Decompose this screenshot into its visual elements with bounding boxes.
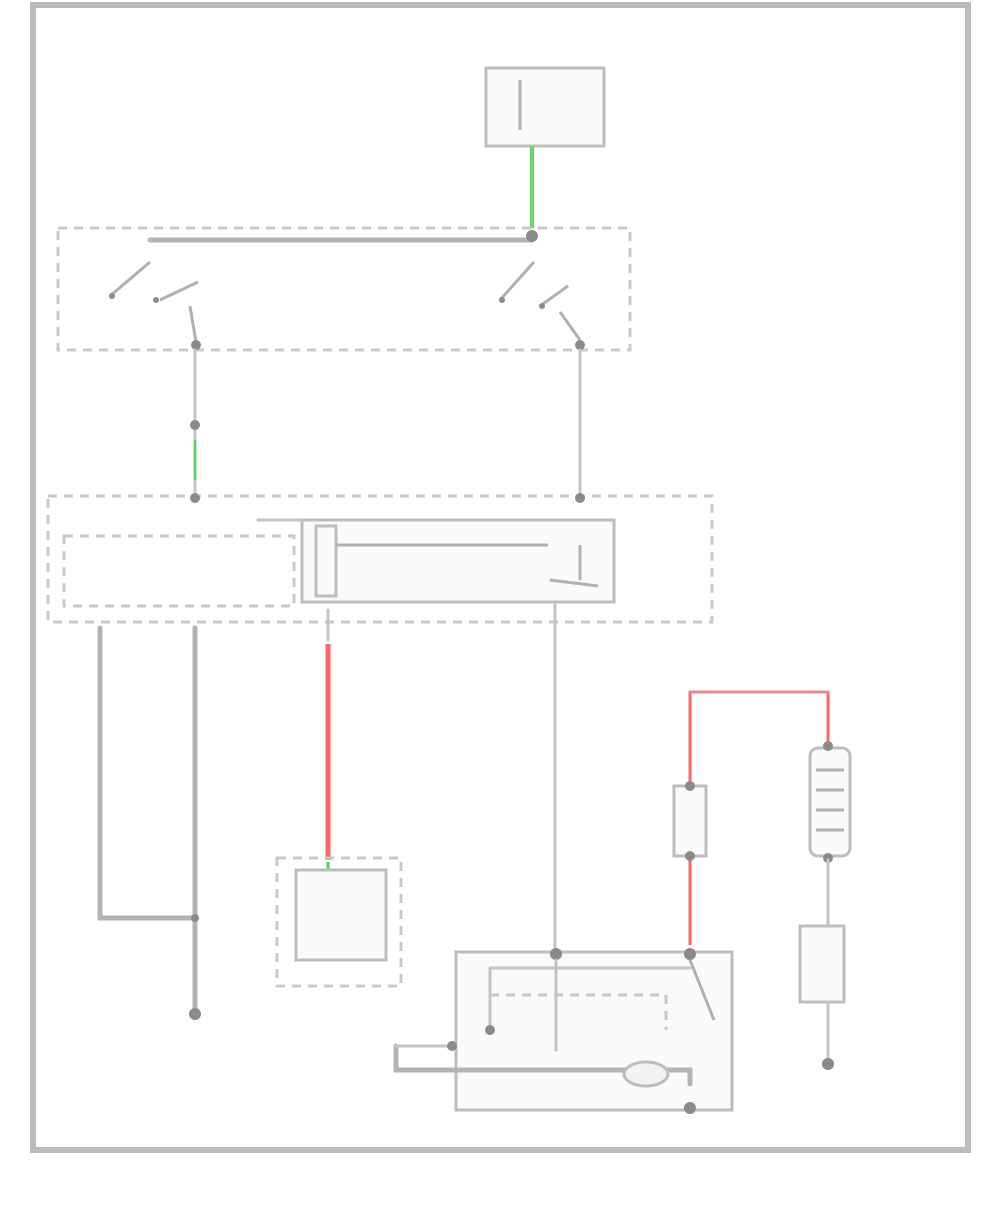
fusible-link-bottom-node [685,851,695,861]
ignition-left-pin-2 [153,297,159,303]
ignition-right-output-node [575,340,585,350]
ignition-right-pin-2 [539,303,545,309]
control-module-relay-box [300,518,616,604]
battery-positive-node [823,741,833,751]
lower-fuse-box [275,856,403,988]
diagram-frame [30,2,971,1153]
starter-switch-contact [688,959,716,1021]
starter-motor-box [454,950,734,1112]
left-inline-connector [190,420,200,430]
battery-body [808,746,852,858]
ignition-right-contacts [498,260,582,341]
ignition-switch-box [56,226,632,352]
relay-contacts [336,543,599,588]
battery-cells [816,768,844,832]
starter-field-loop [393,1043,693,1087]
bottom-left-wire-1 [97,625,198,921]
fusible-link-top-node [685,781,695,791]
right-ground-node [822,1058,834,1070]
red-wire-battery-loop [688,690,830,945]
control-module-inner-left [62,534,296,608]
control-module-box [46,494,714,624]
left-splice-node [191,914,199,922]
module-input-left [190,493,200,503]
starter-b-terminal [684,948,696,960]
starter-left-node [447,1041,457,1051]
starter-internal-wiring [488,958,692,1052]
fusible-link-body [672,784,708,858]
starter-mid-node [485,1025,495,1035]
lower-fuse-inner [294,868,388,962]
starter-ground-node [684,1102,696,1114]
starter-armature [622,1060,670,1088]
ignition-right-pin-1 [499,297,505,303]
top-fuse-block [484,66,606,148]
relay-coil [314,524,338,598]
ignition-input-node [526,230,538,242]
ignition-left-pin-1 [109,293,115,299]
ignition-left-output-node [191,340,201,350]
starter-plunger-link [490,993,668,1030]
battery-terminal-block [798,924,846,1004]
left-ground-node [189,1008,201,1020]
starter-s-terminal [550,948,562,960]
module-input-right [575,493,585,503]
ignition-left-contacts [109,260,199,343]
battery-negative-node [823,853,833,863]
